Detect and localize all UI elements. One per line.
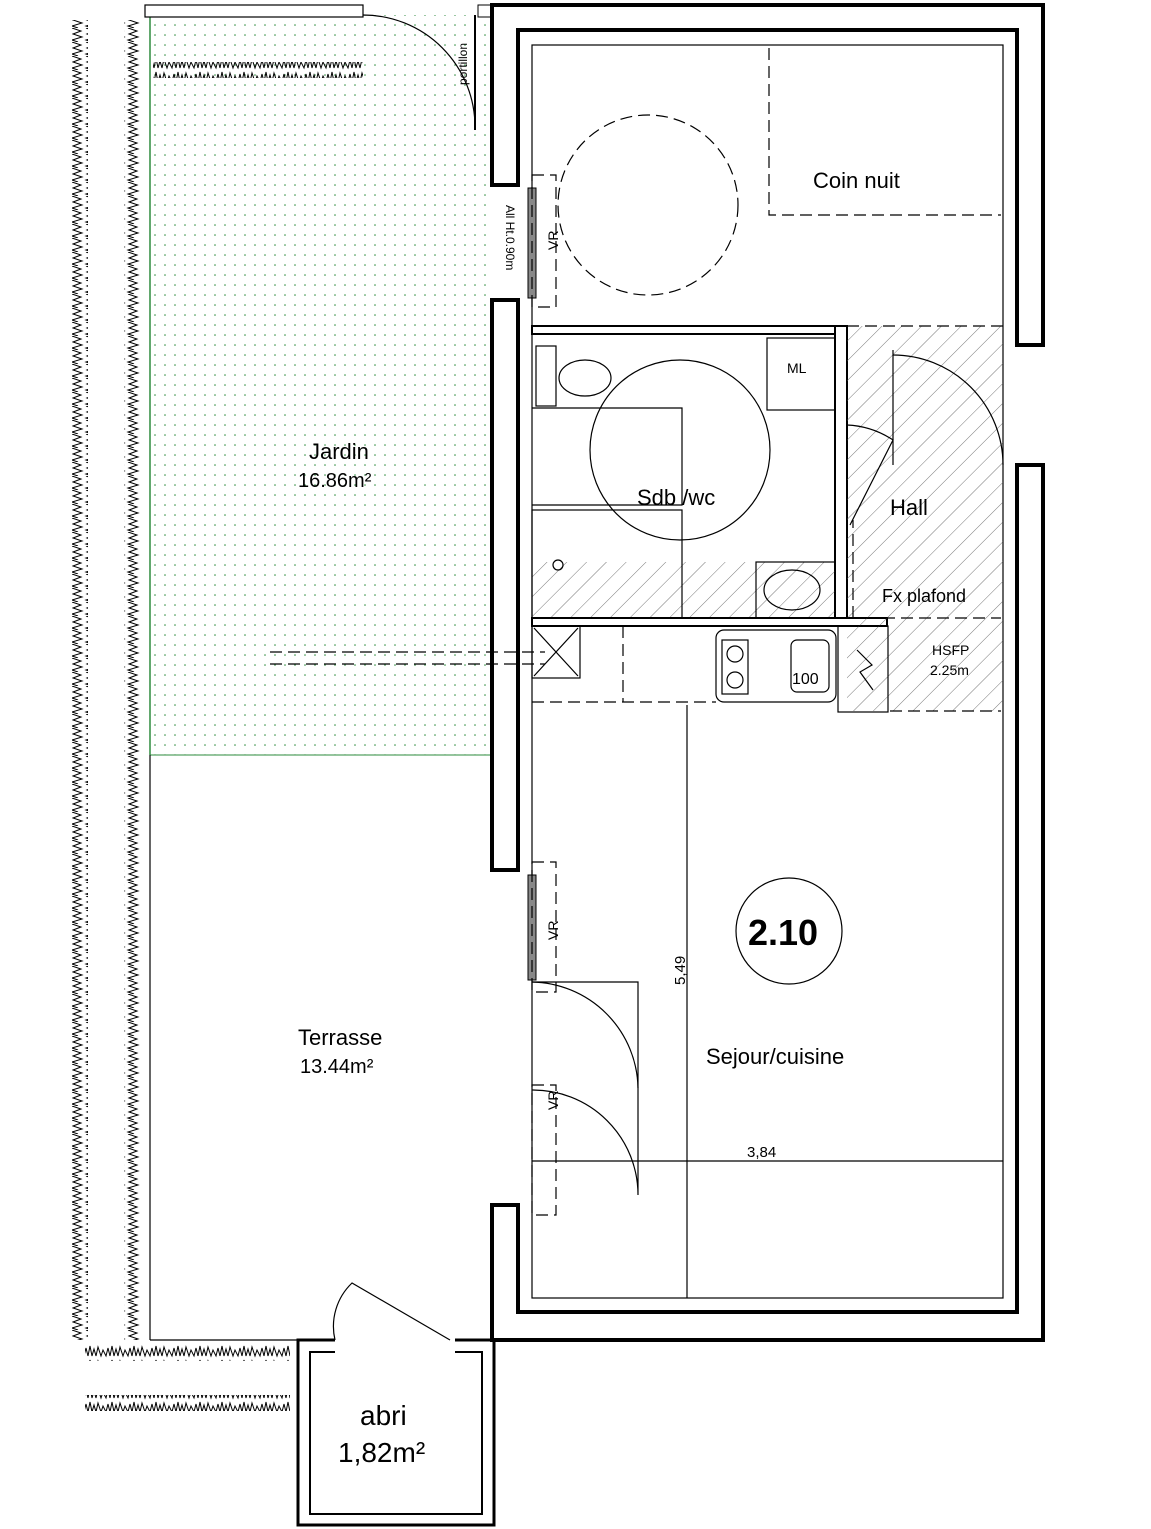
ml-label: ML [787,360,807,376]
room-hall: Hall [890,495,928,520]
room-abri: abri [360,1400,407,1431]
garden-area [144,4,492,756]
entrance-door [892,354,1004,466]
allege-label: All Ht.0.90m [503,205,517,270]
fx-plafond-label: Fx plafond [882,586,966,606]
hedge [72,20,363,1411]
room-terrasse: Terrasse [298,1025,382,1050]
hsfp-value: 2.25m [930,662,969,678]
sink-icon [790,639,830,693]
dim-length: 5,49 [672,956,689,985]
window-bedroom: All Ht.0.90m VR [503,174,561,308]
vr-label-3: VR [545,1091,561,1110]
portillon-gate: portillon [362,4,493,130]
terrasse-area: 13.44m² [300,1056,374,1078]
shed-door [332,1282,451,1341]
room-jardin: Jardin [309,439,369,464]
vr-label-2: VR [545,921,561,940]
jardin-area: 16.86m² [298,470,372,492]
dim-width: 3,84 [747,1144,776,1161]
bedroom: Coin nuit [557,48,1001,296]
room-coin-nuit: Coin nuit [813,168,900,193]
exterior-walls [490,3,1045,1342]
bathroom: ML Sdb /wc [531,325,888,627]
abri-area: 1,82m² [338,1437,425,1468]
kitchen: 100 [270,625,889,713]
electric-icon [856,649,874,691]
hob-icon [721,639,749,695]
room-sdb-wc: Sdb /wc [637,485,715,510]
room-sejour: Sejour/cuisine [706,1044,844,1069]
portillon-label: portillon [456,43,470,85]
hsfp-label: HSFP [932,642,969,658]
washbasin-icon [763,569,821,611]
vr-label: VR [545,231,561,250]
living-room: VR VR 2.10 Sejour/cuisine 5,49 3,84 [527,705,1003,1298]
unit-number: 2.10 [748,912,818,953]
shed: abri 1,82m² [296,1282,496,1527]
sink-size-label: 100 [792,671,819,688]
turning-circle [589,359,771,541]
french-door [531,981,639,1196]
toilet-icon [535,345,557,407]
hall: Hall Fx plafond HSFP 2.25m [846,325,1004,712]
terrace-area [149,755,298,1341]
electrical-panel [837,625,889,713]
unit-badge [735,877,843,985]
shower-drain-icon [552,559,564,571]
